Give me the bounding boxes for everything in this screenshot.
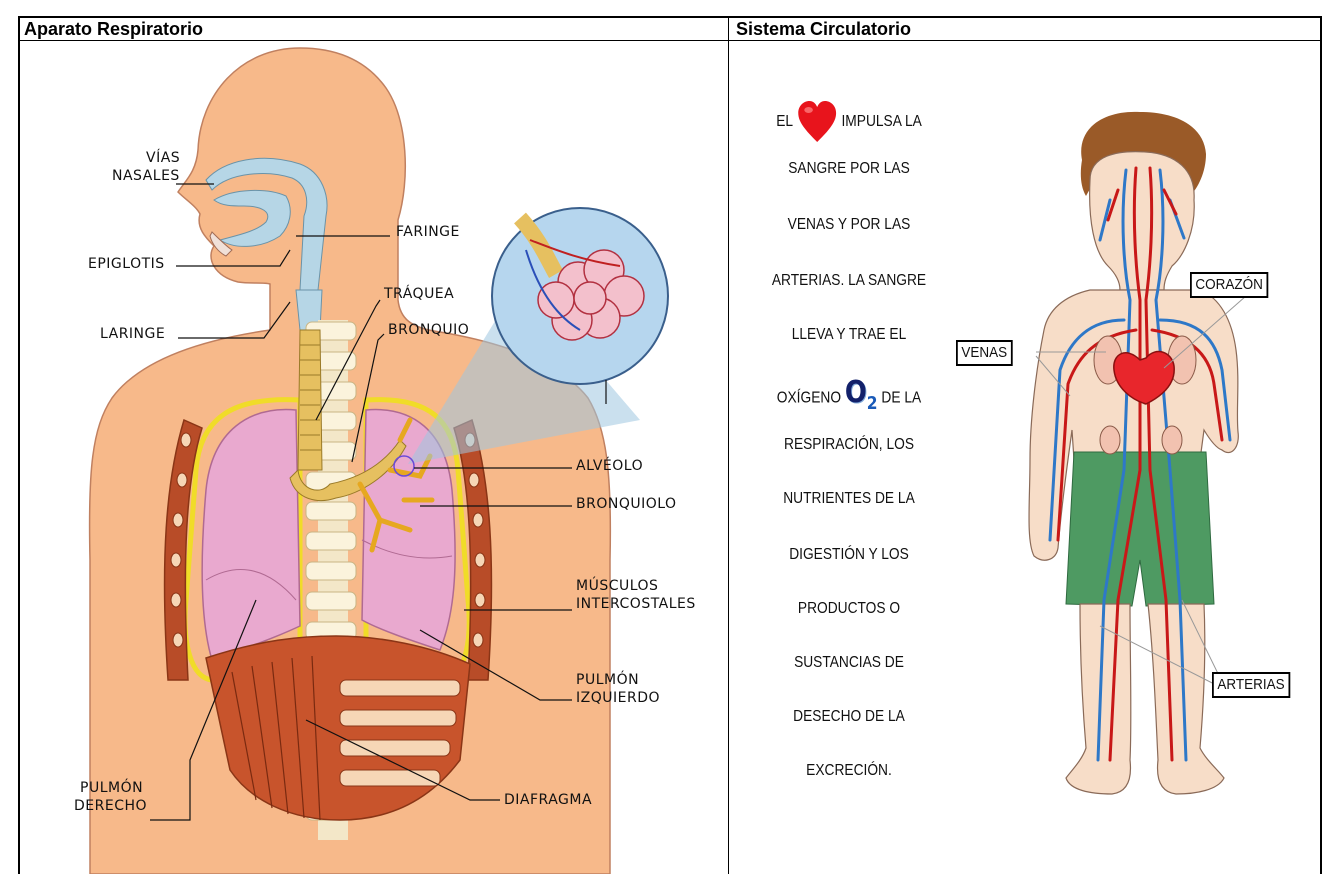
label-arterias: ARTERIAS [1212,672,1290,698]
label-venas: VENAS [956,340,1013,366]
label-corazon: CORAZÓN [1190,272,1268,298]
